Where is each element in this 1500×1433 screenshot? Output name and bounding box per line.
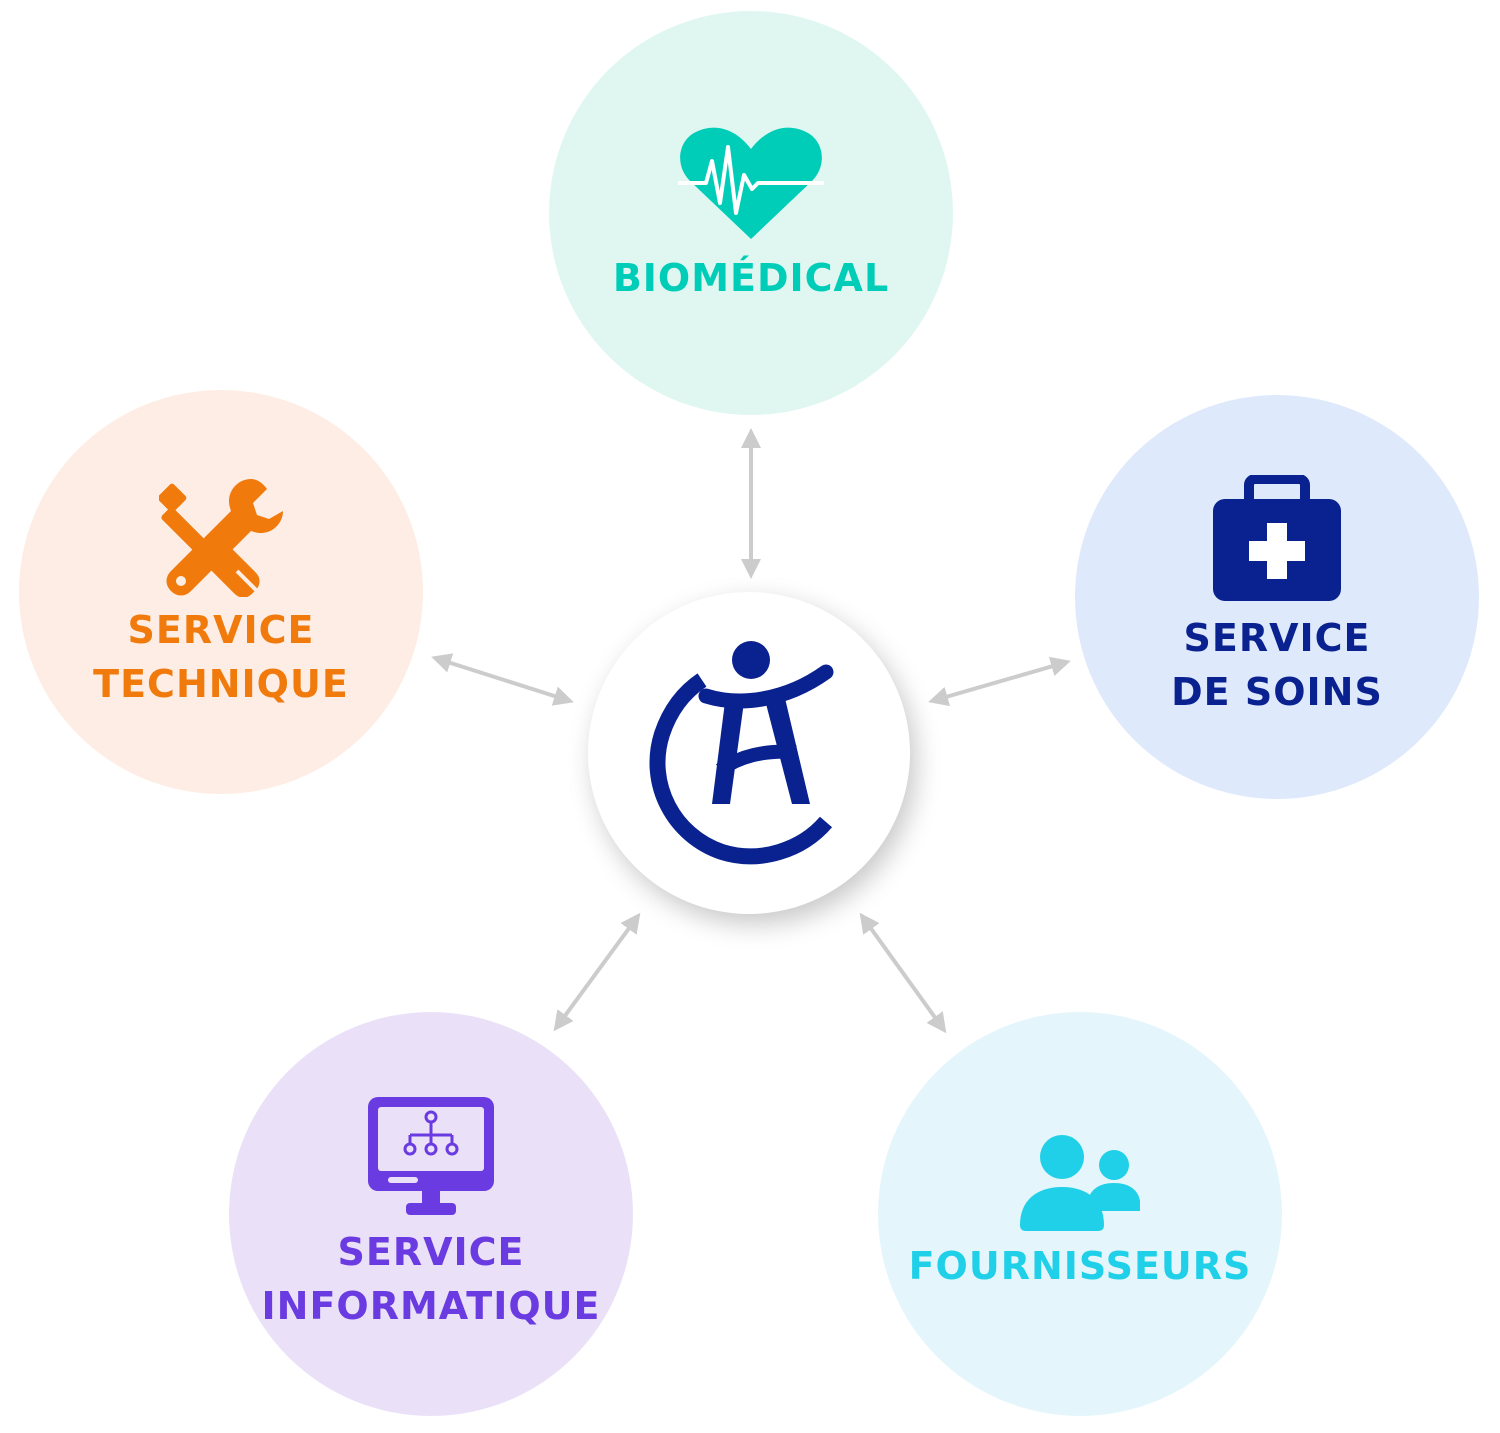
node-service-informatique: SERVICE INFORMATIQUE xyxy=(229,1012,633,1416)
label-service-informatique: SERVICE INFORMATIQUE xyxy=(261,1230,601,1328)
arrow-informatique xyxy=(553,912,641,1032)
users-icon xyxy=(1020,1135,1140,1231)
label-service-de-soins: SERVICE DE SOINS xyxy=(1171,616,1383,714)
label-biomedical: BIOMÉDICAL xyxy=(612,256,890,300)
label-fournisseurs: FOURNISSEURS xyxy=(908,1244,1252,1288)
arrow-fournisseurs xyxy=(859,912,947,1034)
center-logo-circle xyxy=(588,592,910,914)
node-service-de-soins: SERVICE DE SOINS xyxy=(1075,395,1479,799)
node-service-technique: SERVICE TECHNIQUE xyxy=(19,390,423,794)
tools-icon xyxy=(159,479,283,597)
node-fournisseurs: FOURNISSEURS xyxy=(878,1012,1282,1416)
label-service-technique: SERVICE TECHNIQUE xyxy=(93,608,349,706)
monitor-network-icon xyxy=(368,1097,494,1215)
arrow-soins xyxy=(928,656,1071,707)
heartbeat-icon xyxy=(678,127,824,239)
node-biomedical: BIOMÉDICAL xyxy=(549,11,953,415)
first-aid-kit-icon xyxy=(1213,475,1341,601)
logo-icon xyxy=(649,641,834,865)
arrow-technique xyxy=(431,653,574,706)
